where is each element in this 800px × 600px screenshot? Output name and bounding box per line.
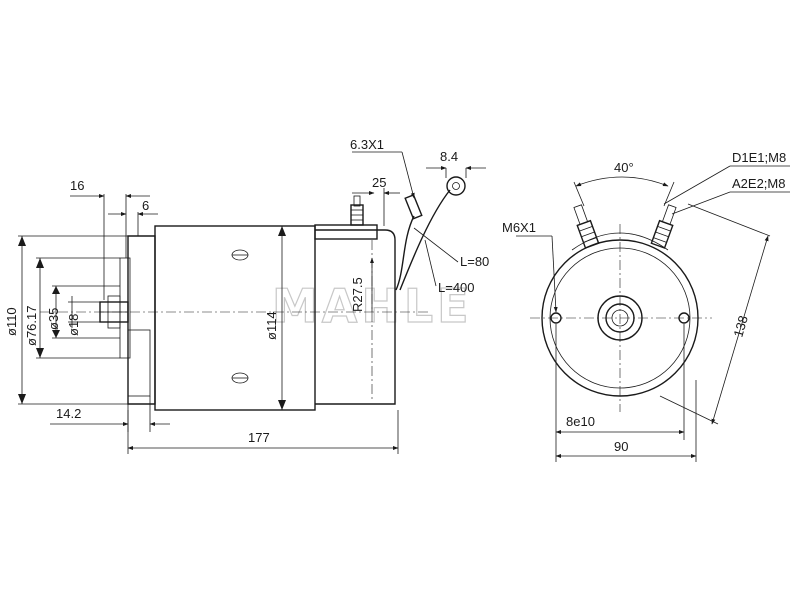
body-screw-bottom: [231, 372, 249, 384]
dim-177: 177: [248, 430, 270, 445]
terminal-label-d1e1: D1E1;M8: [732, 150, 786, 165]
dim-8e10: 8e10: [566, 414, 595, 429]
dim-138: 138: [730, 314, 750, 339]
watermark-text: MAHLE: [272, 279, 473, 333]
flat-terminal: [404, 194, 423, 220]
dim-r27-5: R27.5: [350, 277, 365, 312]
dim-14-2: 14.2: [56, 406, 81, 421]
terminal-boss: [571, 232, 669, 251]
terminal-stud: [350, 195, 364, 226]
wire-l400: [399, 189, 451, 291]
front-flange: [127, 235, 156, 405]
dim-l400: L=400: [438, 280, 475, 295]
dim-angle-40: 40°: [614, 160, 634, 175]
ring-terminal: [446, 176, 466, 196]
dim-m6x1: M6X1: [502, 220, 536, 235]
end-view: 40° D1E1;M8 A2E2;M8 M6X1 138 8e10 90: [502, 150, 790, 462]
terminal-stud-2: [650, 204, 677, 249]
terminal-box: [314, 224, 378, 240]
dim-l80: L=80: [460, 254, 489, 269]
dim-6: 6: [142, 198, 149, 213]
dim-90: 90: [614, 439, 628, 454]
dim-25: 25: [372, 175, 386, 190]
dim-8-4: 8.4: [440, 149, 458, 164]
terminal-stud-1: [573, 204, 600, 249]
dim-wire-terminal: 6.3X1: [350, 137, 384, 152]
dim-16: 16: [70, 178, 84, 193]
ring-terminal-hole: [452, 182, 460, 190]
dim-dia-18: ø18: [66, 314, 81, 336]
rear-end-cap: [315, 229, 396, 405]
dim-dia-110: ø110: [4, 307, 19, 336]
terminal-label-a2e2: A2E2;M8: [732, 176, 785, 191]
body-screw-top: [231, 249, 249, 261]
dim-dia-76-17: ø76.17: [24, 306, 39, 346]
flange-section-hatch: [127, 329, 151, 397]
side-view: 16 6 25 6.3X1 8.4 L=80 L=400 R27.5 ø114: [4, 137, 489, 454]
dim-dia-114: ø114: [264, 311, 279, 340]
dim-dia-35: ø35: [46, 308, 61, 330]
wire-l80: [395, 215, 415, 291]
